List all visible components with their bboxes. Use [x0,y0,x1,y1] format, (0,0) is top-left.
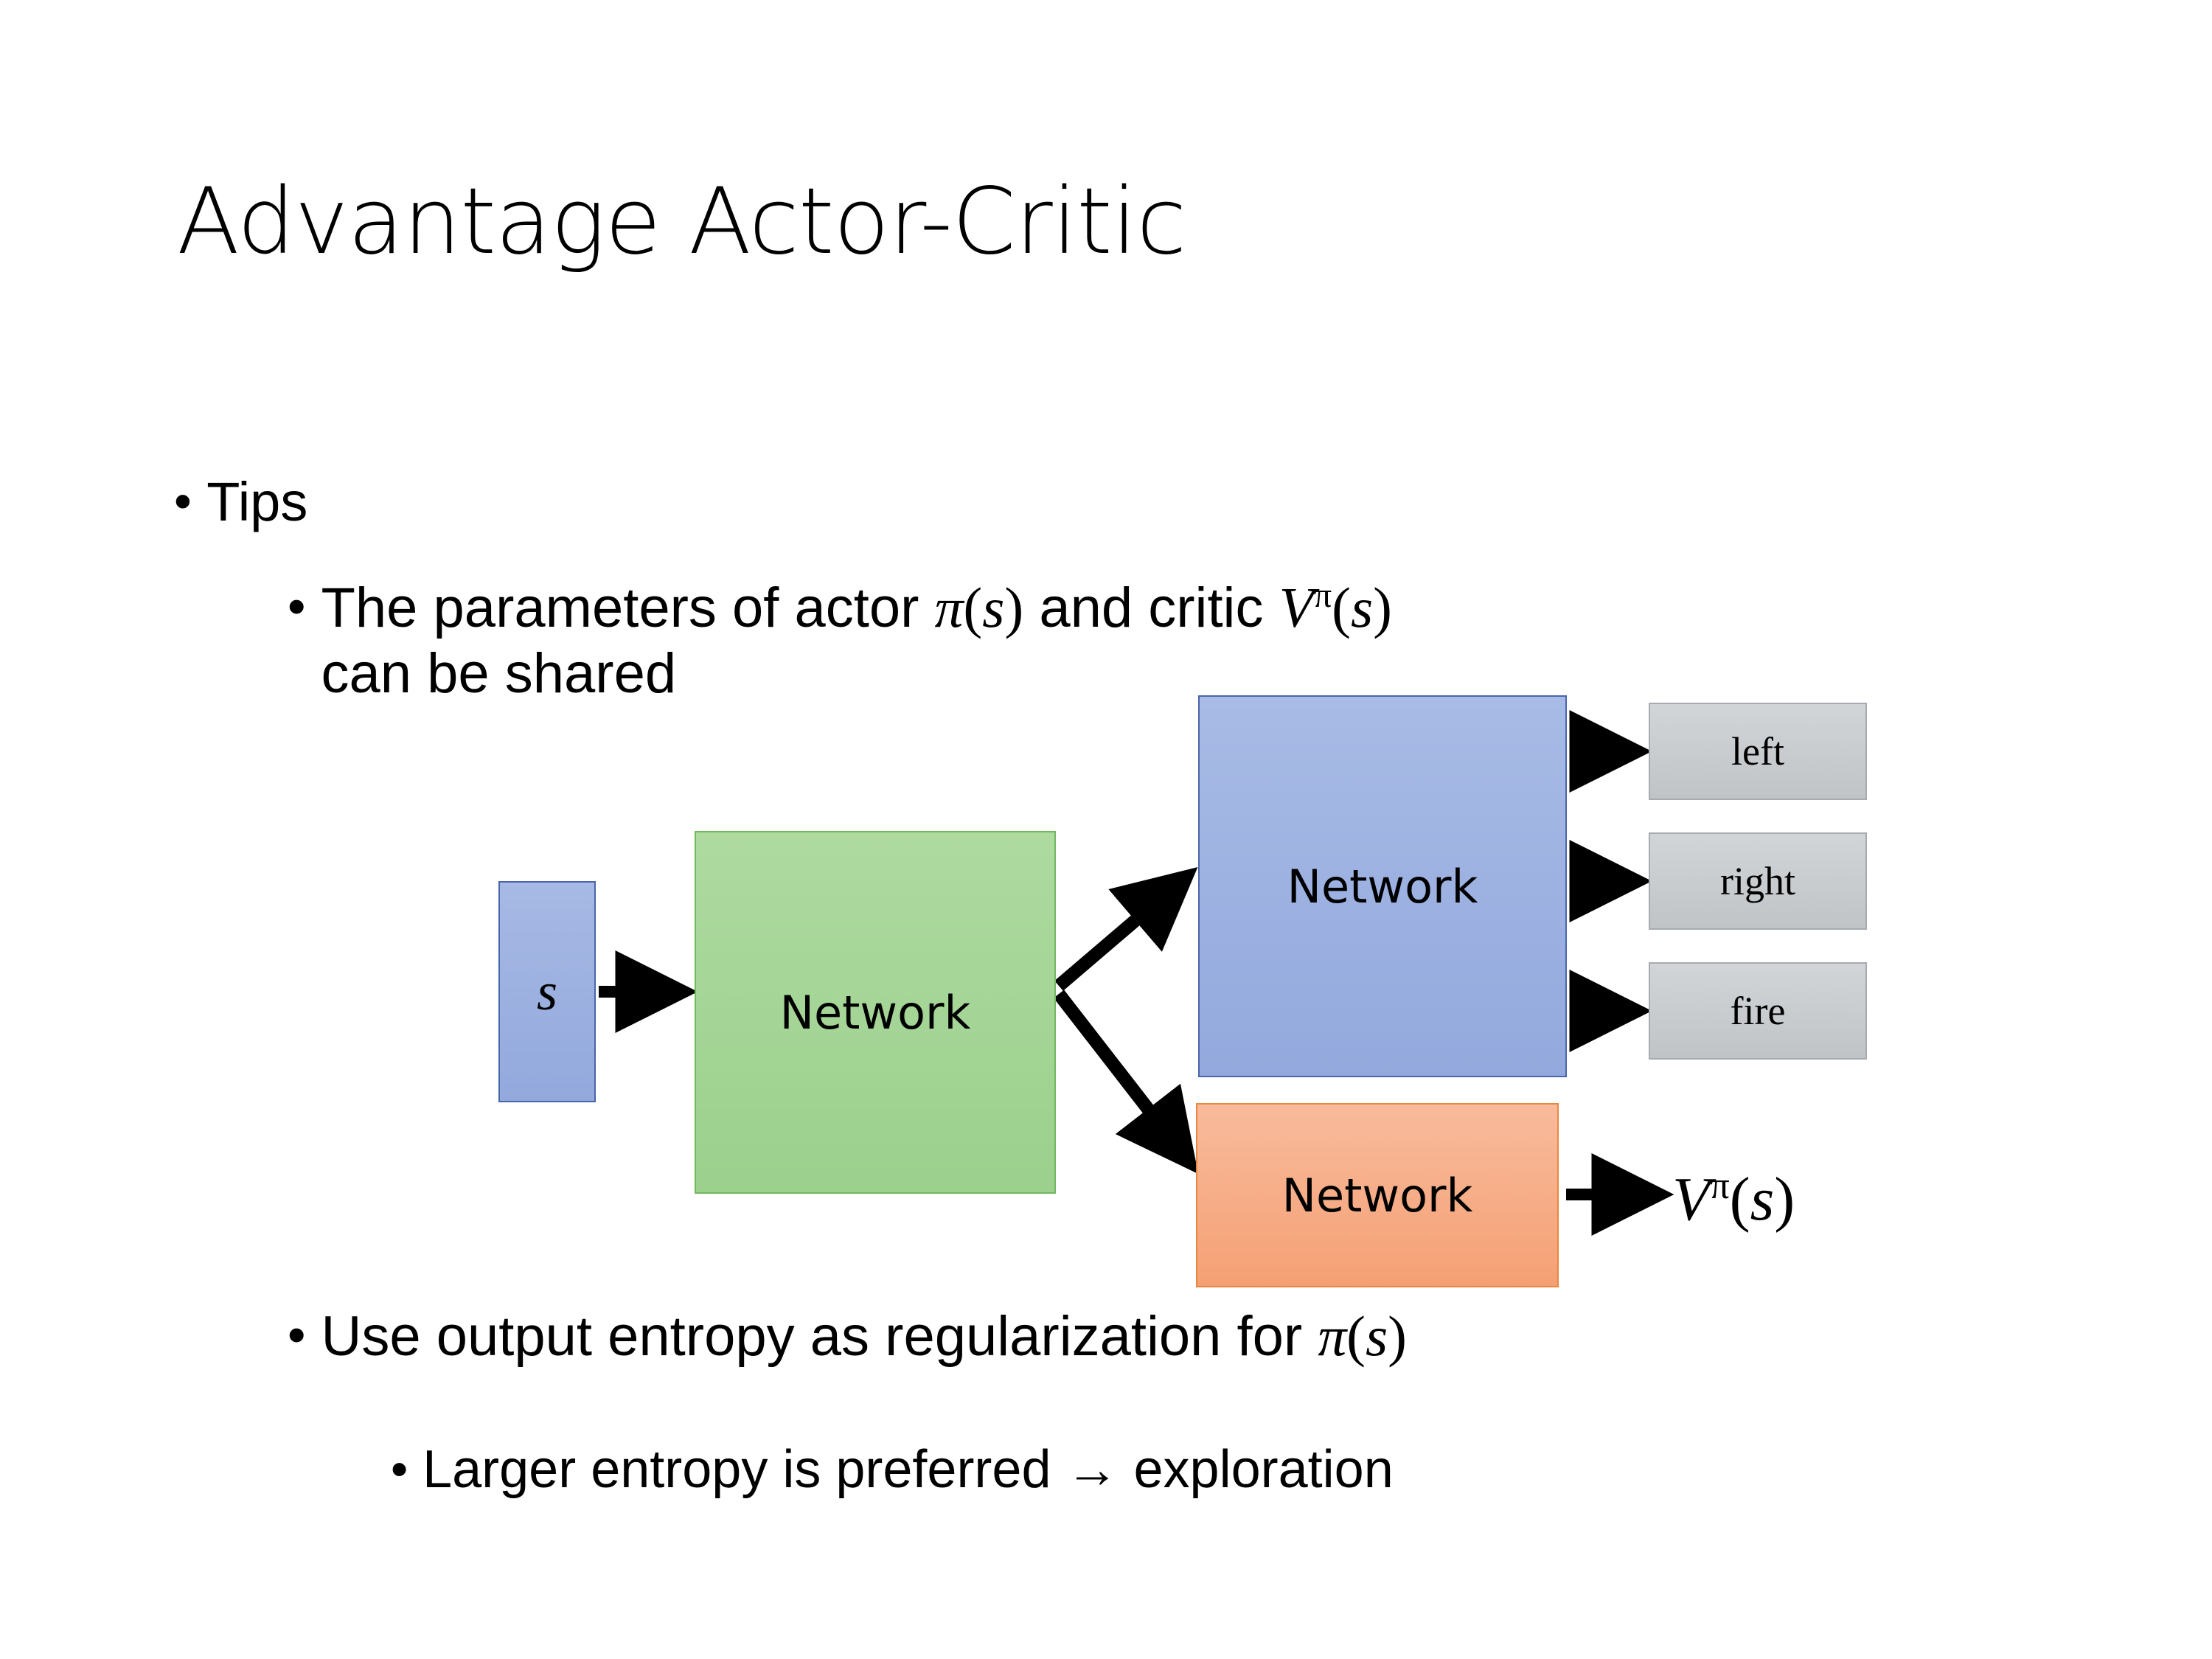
s-symbol: s [982,576,1005,639]
action-output-right[interactable]: right [1649,832,1867,930]
math-actor-policy: π(s) [935,576,1024,639]
s-symbol: s [1365,1304,1388,1368]
lparen-symbol: ( [1346,1304,1366,1368]
shared-network-label: Network [779,985,971,1040]
s-symbol: s [1350,576,1374,639]
bullet-exploration: • Larger entropy is preferred → explorat… [391,1439,2087,1501]
pi-superscript-symbol: π [1710,1165,1730,1207]
bullet-exploration-label: Larger entropy is preferred → exploratio… [422,1440,1394,1499]
critic-network-label: Network [1281,1168,1473,1222]
action-label-left: left [1731,729,1784,773]
actor-network-label: Network [1287,859,1478,914]
rparen-symbol: ) [1373,576,1392,639]
action-label-fire: fire [1730,989,1786,1033]
lparen-symbol: ( [963,576,983,639]
rparen-symbol: ) [1774,1165,1795,1234]
bullet-tips: • Tips [174,470,307,533]
bullet-marker-icon: • [174,473,192,530]
actor-network-box[interactable]: Network [1198,695,1567,1077]
critic-network-box[interactable]: Network [1196,1103,1559,1287]
lparen-symbol: ( [1729,1165,1750,1234]
s-symbol: s [1750,1165,1775,1234]
page-title: Advantage Actor-Critic [177,169,1186,275]
v-symbol: V [1672,1165,1711,1234]
bullet-marker-icon: • [391,1441,408,1497]
lparen-symbol: ( [1332,576,1351,639]
rparen-symbol: ) [1388,1304,1407,1368]
pi-symbol: π [1318,1304,1347,1368]
state-input-label: s [536,961,558,1021]
bullet-entropy-regularization: • Use output entropy as regularization f… [288,1304,2057,1370]
bullet-shared-text: The parameters of actor π(s) and critic … [321,575,2028,706]
bullet-entropy-text-before: Use output entropy as regularization for [321,1305,1318,1368]
v-symbol: V [1279,576,1314,639]
math-critic-value: Vπ(s) [1279,576,1392,639]
bullet-shared-parameters: • The parameters of actor π(s) and criti… [288,575,2028,706]
bullet-marker-icon: • [288,1306,306,1364]
pi-symbol: π [934,576,964,639]
math-actor-policy: π(s) [1318,1304,1407,1368]
bullet-marker-icon: • [288,577,306,636]
arrow-shared-to-actor [1054,866,1198,991]
action-output-fire[interactable]: fire [1649,962,1867,1060]
bullet-shared-text-before: The parameters of actor [321,577,935,639]
shared-network-box[interactable]: Network [695,831,1056,1194]
arrow-shared-to-critic [1053,990,1199,1175]
action-output-left[interactable]: left [1649,703,1867,800]
critic-value-output-label: Vπ(s) [1672,1164,1795,1235]
bullet-shared-text-after: can be shared [321,641,677,705]
action-label-right: right [1720,859,1795,903]
pi-superscript-symbol: π [1313,576,1332,616]
bullet-entropy-text: Use output entropy as regularization for… [321,1304,2057,1370]
bullet-shared-text-middle: and critic [1023,577,1279,639]
bullet-tips-label: Tips [206,471,308,532]
state-input-box[interactable]: s [498,881,596,1102]
rparen-symbol: ) [1004,576,1024,639]
